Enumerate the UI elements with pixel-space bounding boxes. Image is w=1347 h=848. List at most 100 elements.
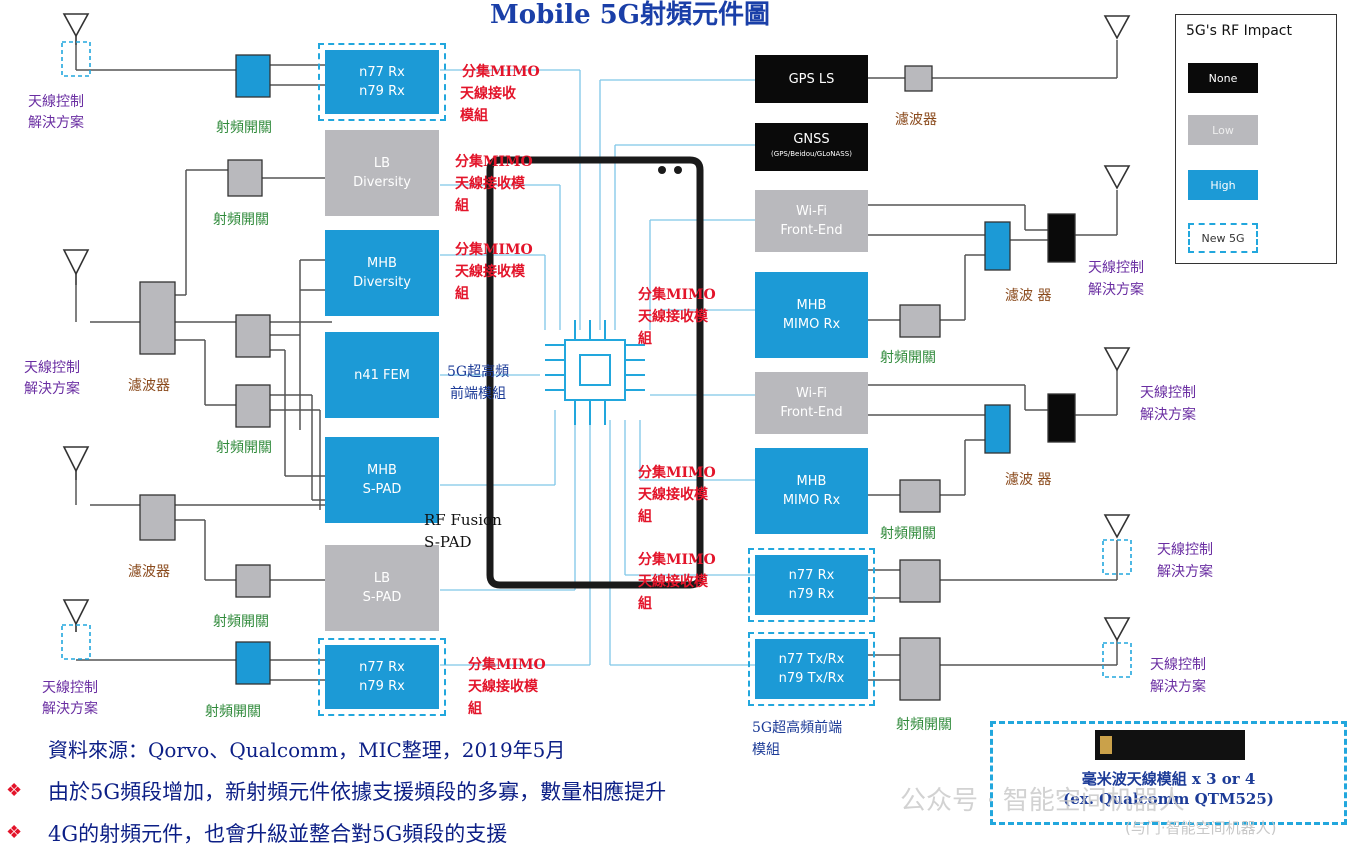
new5g-frame-bottom-left xyxy=(318,638,446,716)
block-gps-ls: GPS LS xyxy=(755,55,868,103)
block-line: MHB xyxy=(796,298,827,313)
mmwave-line1: 毫米波天線模組 x 3 or 4 xyxy=(1081,770,1256,788)
label-div-rx: 天線接收模 xyxy=(638,487,708,503)
block-line: n77 Rx xyxy=(359,65,405,80)
new5g-frame-right-txrx xyxy=(748,632,875,706)
label-div-rx: 天線接收模 xyxy=(455,176,525,192)
bullet-icon: ❖ xyxy=(6,822,23,843)
label-div-rx-module: 組 xyxy=(638,596,652,612)
label-rf-switch: 射頻開關 xyxy=(216,120,272,136)
label-div-rx: 天線接收模 xyxy=(638,309,708,325)
label-5g-fe: 5G超高頻 xyxy=(447,364,510,380)
legend-swatch-new5g: New 5G xyxy=(1188,223,1258,253)
block-line: Diversity xyxy=(353,175,411,190)
block-n41-fem: n41 FEM xyxy=(325,332,439,418)
label-ant-sol: 解決方案 xyxy=(1150,679,1206,695)
block-mhb-mimo-rx-2: MHB MIMO Rx xyxy=(755,448,868,534)
label-div-rx: 天線接收模 xyxy=(638,574,708,590)
block-line: S-PAD xyxy=(362,590,402,605)
block-line: Front-End xyxy=(780,223,843,238)
bullet-icon: ❖ xyxy=(6,780,23,801)
label-rf-switch: 射頻開關 xyxy=(880,526,936,542)
label-ant-sol: 解決方案 xyxy=(1140,407,1196,423)
block-line: LB xyxy=(373,571,391,586)
block-mhb-diversity: MHB Diversity xyxy=(325,230,439,316)
diagram-title: Mobile 5G射頻元件圖 xyxy=(490,0,770,30)
legend-swatch-none: None xyxy=(1188,63,1258,93)
legend: 5G's RF Impact None Low High New 5G xyxy=(1175,14,1337,264)
label-ant-sol: 解決方案 xyxy=(1157,564,1213,580)
label-div-mimo: 分集MIMO xyxy=(638,287,716,303)
label-div-mimo: 分集MIMO xyxy=(638,552,716,568)
block-line: MHB xyxy=(367,256,397,271)
label-filter: 濾波器 xyxy=(128,378,170,394)
label-ant-ctrl: 天線控制 xyxy=(42,680,98,696)
block-line: GNSS xyxy=(793,132,830,147)
mmwave-line2: (ex. Qualcomm QTM525) xyxy=(1063,790,1274,808)
label-rf-switch: 射頻開關 xyxy=(213,212,269,228)
block-line: MIMO Rx xyxy=(782,493,841,508)
block-line: n79 Tx/Rx xyxy=(778,671,845,686)
label-filter: 濾波器 xyxy=(895,112,937,128)
label-5g-fe-right: 5G超高頻前端 xyxy=(752,720,843,736)
block-line: n77 Rx xyxy=(788,568,835,583)
block-line: LB xyxy=(373,156,391,171)
label-rf-switch: 射頻開關 xyxy=(205,704,261,720)
block-line: MHB xyxy=(796,474,827,489)
block-n77-n79-txrx-right: n77 Tx/Rx n79 Tx/Rx xyxy=(755,639,868,699)
watermark: 公众号 · 智能空间机器人 xyxy=(900,786,1185,816)
label-rf-switch: 射頻開關 xyxy=(880,350,936,366)
block-line-small: (GPS/Beidou/GLoNASS) xyxy=(771,150,852,158)
label-div-rx-module: 組 xyxy=(638,331,652,347)
label-ant-ctrl: 天線控制 xyxy=(24,360,80,376)
block-line: n41 FEM xyxy=(354,367,410,383)
legend-swatch-high: High xyxy=(1188,170,1258,200)
label-div-rx-module: 組 xyxy=(455,286,469,302)
block-line: Wi-Fi xyxy=(795,386,827,401)
label-filter: 濾波 器 xyxy=(1005,288,1052,304)
label-rf-fusion-spad: S-PAD xyxy=(424,533,472,551)
block-lb-diversity: LB Diversity xyxy=(325,130,439,216)
label-div-mimo: 分集MIMO xyxy=(455,154,533,170)
block-wifi-fe-2: Wi-Fi Front-End xyxy=(755,372,868,434)
label-ant-ctrl: 天線控制 xyxy=(1150,657,1206,673)
label-div-mimo: 分集MIMO xyxy=(468,657,546,673)
bullet-text-2: 4G的射頻元件，也會升級並整合對5G頻段的支援 xyxy=(48,822,508,846)
block-line: MHB xyxy=(367,463,397,478)
label-filter: 濾波器 xyxy=(128,564,170,580)
label-5g-fe-right-module: 模組 xyxy=(752,742,780,758)
block-line: MIMO Rx xyxy=(782,317,841,332)
block-wifi-fe-1: Wi-Fi Front-End xyxy=(755,190,868,252)
label-div-mimo: 分集MIMO xyxy=(638,465,716,481)
label-ant-ctrl: 天線控制 xyxy=(1140,385,1196,401)
block-line: n77 Tx/Rx xyxy=(778,652,845,667)
block-line: n79 Rx xyxy=(788,587,835,602)
label-div-mimo: 分集MIMO xyxy=(462,64,540,80)
source-note: 資料來源：Qorvo、Qualcomm，MIC整理，2019年5月 xyxy=(48,738,566,762)
label-ant-sol: 解決方案 xyxy=(42,701,98,717)
block-line: S-PAD xyxy=(362,482,402,497)
label-div-rx-module: 組 xyxy=(638,509,652,525)
label-ant-ctrl: 天線控制 xyxy=(1088,260,1144,276)
block-mhb-mimo-rx-1: MHB MIMO Rx xyxy=(755,272,868,358)
block-line: Diversity xyxy=(353,275,411,290)
block-gnss: GNSS (GPS/Beidou/GLoNASS) xyxy=(755,123,868,171)
label-ant-ctrl: 天線控制 xyxy=(28,94,84,110)
label-div-mimo: 分集MIMO xyxy=(455,242,533,258)
label-ant-sol: 解決方案 xyxy=(24,381,80,397)
block-n77-n79-rx-bottom-left: n77 Rx n79 Rx xyxy=(325,645,439,709)
block-n77-n79-rx-top-left: n77 Rx n79 Rx xyxy=(325,50,439,114)
block-n77-n79-rx-right: n77 Rx n79 Rx xyxy=(755,555,868,615)
bullet-text-1: 由於5G頻段增加，新射頻元件依據支援頻段的多寡，數量相應提升 xyxy=(48,780,667,804)
mmwave-module-box: 毫米波天線模組 x 3 or 4 (ex. Qualcomm QTM525) xyxy=(990,721,1347,825)
label-rf-switch: 射頻開關 xyxy=(213,614,269,630)
label-div-rx: 天線接收 xyxy=(460,86,516,102)
block-mhb-spad: MHB S-PAD xyxy=(325,437,439,523)
block-line: n79 Rx xyxy=(359,679,405,694)
new5g-frame-top-left xyxy=(318,43,446,121)
block-line: Front-End xyxy=(780,405,843,420)
label-rf-fusion: RF Fusion xyxy=(424,511,502,529)
block-line: n79 Rx xyxy=(359,84,405,99)
